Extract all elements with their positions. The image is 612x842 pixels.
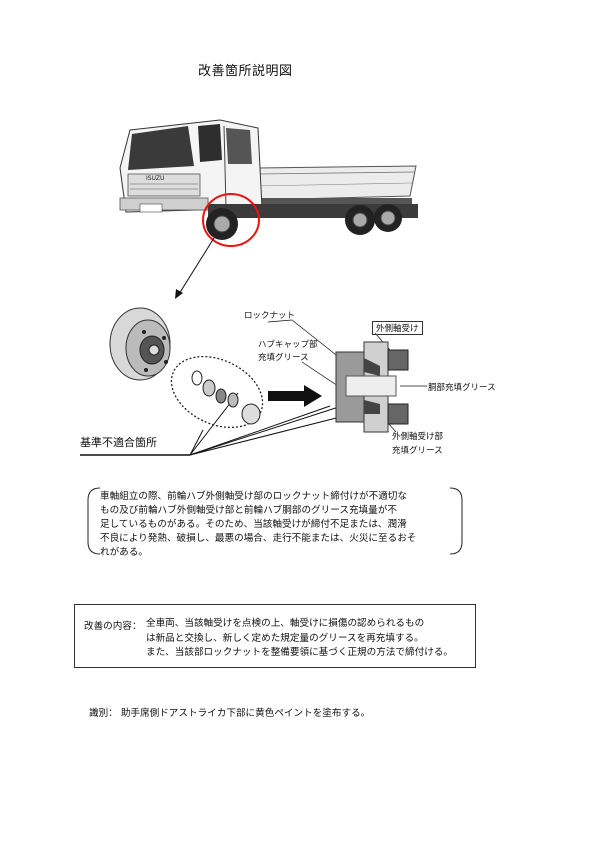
description-line: れがある。: [100, 547, 148, 558]
description-line: 車軸組立の際、前輪ハブ外側軸受け部のロックナット締付けが不適切な: [100, 491, 407, 502]
outer-bearing-grease-label-2: 充填グリース: [392, 446, 443, 456]
description-line: 不良により発熱、破損し、最悪の場合、走行不能または、火災に至るおそ: [100, 533, 417, 544]
description-line: もの及び前輪ハブ外側軸受け部と前輪ハブ胴部のグリース充填量が不: [100, 505, 397, 516]
improvement-line: 全車両、当該軸受けを点検の上、軸受けに損傷の認められるもの: [146, 618, 425, 629]
non-conforming-label: 基準不適合箇所: [80, 436, 157, 449]
improvement-box: [74, 604, 476, 668]
hub-drum-illustration: [109, 307, 171, 381]
hub-cap-grease-label: ハブキャップ部: [258, 340, 318, 350]
bearing-cross-section: [335, 341, 409, 433]
defect-description: 車軸組立の際、前輪ハブ外側軸受け部のロックナット締付けが不適切な もの及び前輪ハ…: [100, 490, 450, 560]
grille-badge: ISUZU: [146, 175, 164, 182]
exploded-parts-illustration: [170, 355, 264, 429]
hub-cap-grease-label-2: 充填グリース: [258, 353, 309, 363]
identification-text: 識別： 助手席側ドアストライカ下部に黄色ペイントを塗布する。: [89, 708, 371, 719]
outer-bearing-label: 外側軸受け: [372, 321, 423, 335]
improvement-content: 全車両、当該軸受けを点検の上、軸受けに損傷の認められるもの は新品と交換し、新し…: [146, 617, 453, 661]
description-brackets: [87, 487, 463, 555]
improvement-line: また、当該部ロックナットを整備要領に基づく正規の方法で締付ける。: [146, 647, 453, 658]
improvement-line: は新品と交換し、新しく定めた規定量のグリースを再充填する。: [146, 632, 424, 644]
body-grease-label: 胴部充填グリース: [428, 383, 496, 393]
outer-bearing-grease-label: 外側軸受け部: [392, 432, 444, 442]
right-arrow-icon: [268, 385, 322, 407]
improvement-label: 改善の内容：: [84, 621, 142, 632]
truck-illustration: ISUZU: [119, 119, 418, 247]
page-title: 改善箇所説明図: [198, 64, 293, 79]
description-line: 足しているものがある。そのため、当該軸受けが締付不足または、潤滑: [100, 519, 407, 530]
lock-nut-label: ロックナット: [244, 311, 296, 321]
